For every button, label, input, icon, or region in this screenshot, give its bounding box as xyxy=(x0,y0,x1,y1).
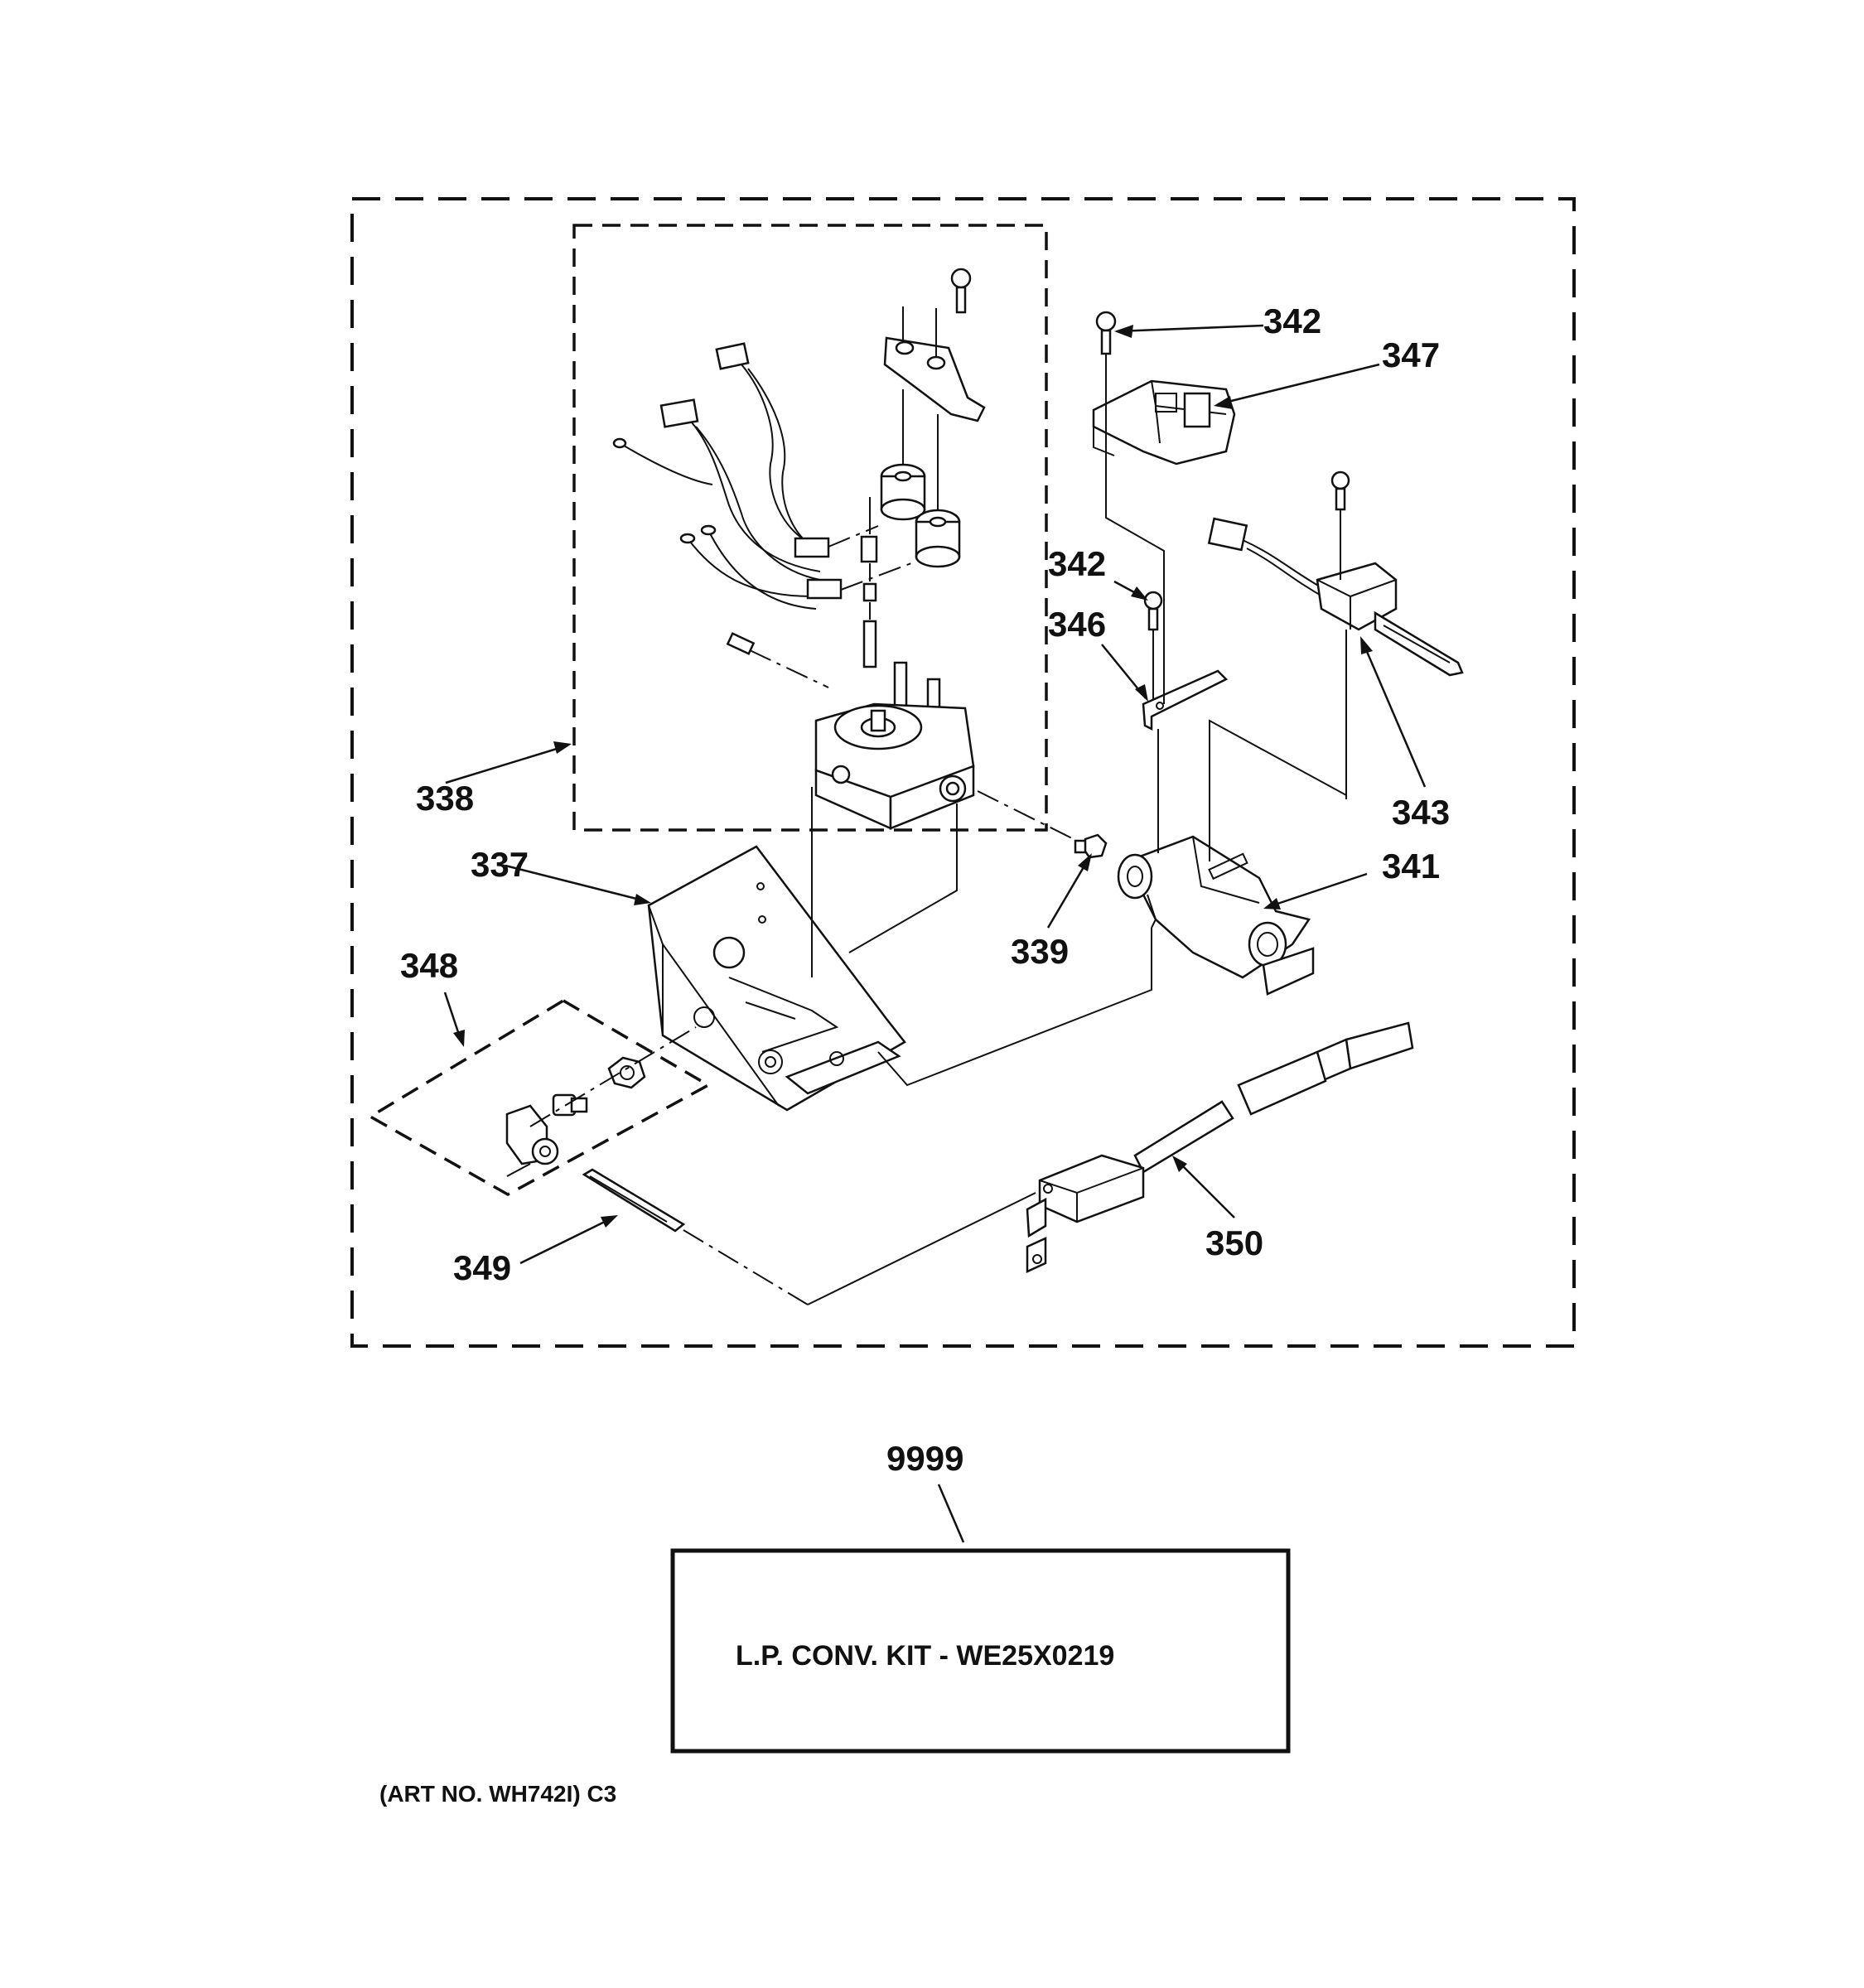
inlet-kit-boundary xyxy=(367,998,712,1197)
assembly-boundary xyxy=(350,197,1576,1348)
callout-9999: 9999 xyxy=(886,1439,963,1478)
callout-338: 338 xyxy=(416,779,474,818)
igniter xyxy=(1207,517,1464,677)
valve-plunger-springs xyxy=(860,497,878,668)
burner-manifold xyxy=(1117,835,1315,996)
callout-337: 337 xyxy=(471,845,529,884)
igniter-screw xyxy=(1330,470,1350,511)
gas-valve-assembly xyxy=(612,268,986,830)
bracket-screw xyxy=(1143,591,1163,631)
leader-lines xyxy=(443,324,1427,1543)
valve-wiring-harness xyxy=(612,342,912,610)
callout-348: 348 xyxy=(400,946,458,985)
kit-box-label: L.P. CONV. KIT - WE25X0219 xyxy=(736,1640,1114,1672)
flame-switch xyxy=(1092,379,1236,466)
switch-screw-upper xyxy=(1095,311,1117,355)
kit-box xyxy=(670,1548,1291,1754)
valve-to-orifice-chain xyxy=(977,790,1078,842)
inlet-fitting-parts xyxy=(505,1026,697,1177)
valve-subassembly-boundary xyxy=(572,224,1048,832)
callout-341: 341 xyxy=(1382,847,1440,885)
valve-side-plug xyxy=(726,632,756,655)
callout-343: 343 xyxy=(1392,793,1450,832)
valve-screw xyxy=(950,268,972,314)
threaded-stud xyxy=(582,1168,1036,1305)
callout-347: 347 xyxy=(1382,335,1440,374)
callout-342-lower: 342 xyxy=(1048,544,1106,583)
sensor-bracket xyxy=(1142,669,1229,731)
callout-346: 346 xyxy=(1048,605,1106,644)
art-number: (ART NO. WH742I) C3 xyxy=(379,1781,616,1807)
valve-coil-upper xyxy=(880,463,926,521)
callout-339: 339 xyxy=(1011,932,1069,971)
gas-supply-assembly xyxy=(1026,1021,1414,1273)
callout-342-upper: 342 xyxy=(1263,302,1321,340)
callout-349: 349 xyxy=(453,1248,511,1287)
valve-body xyxy=(814,702,975,830)
callout-350: 350 xyxy=(1205,1223,1263,1262)
valve-bracket xyxy=(883,336,986,422)
mounting-bracket xyxy=(647,845,906,1112)
burner-orifice xyxy=(1074,833,1108,859)
valve-coil-lower xyxy=(915,509,961,568)
